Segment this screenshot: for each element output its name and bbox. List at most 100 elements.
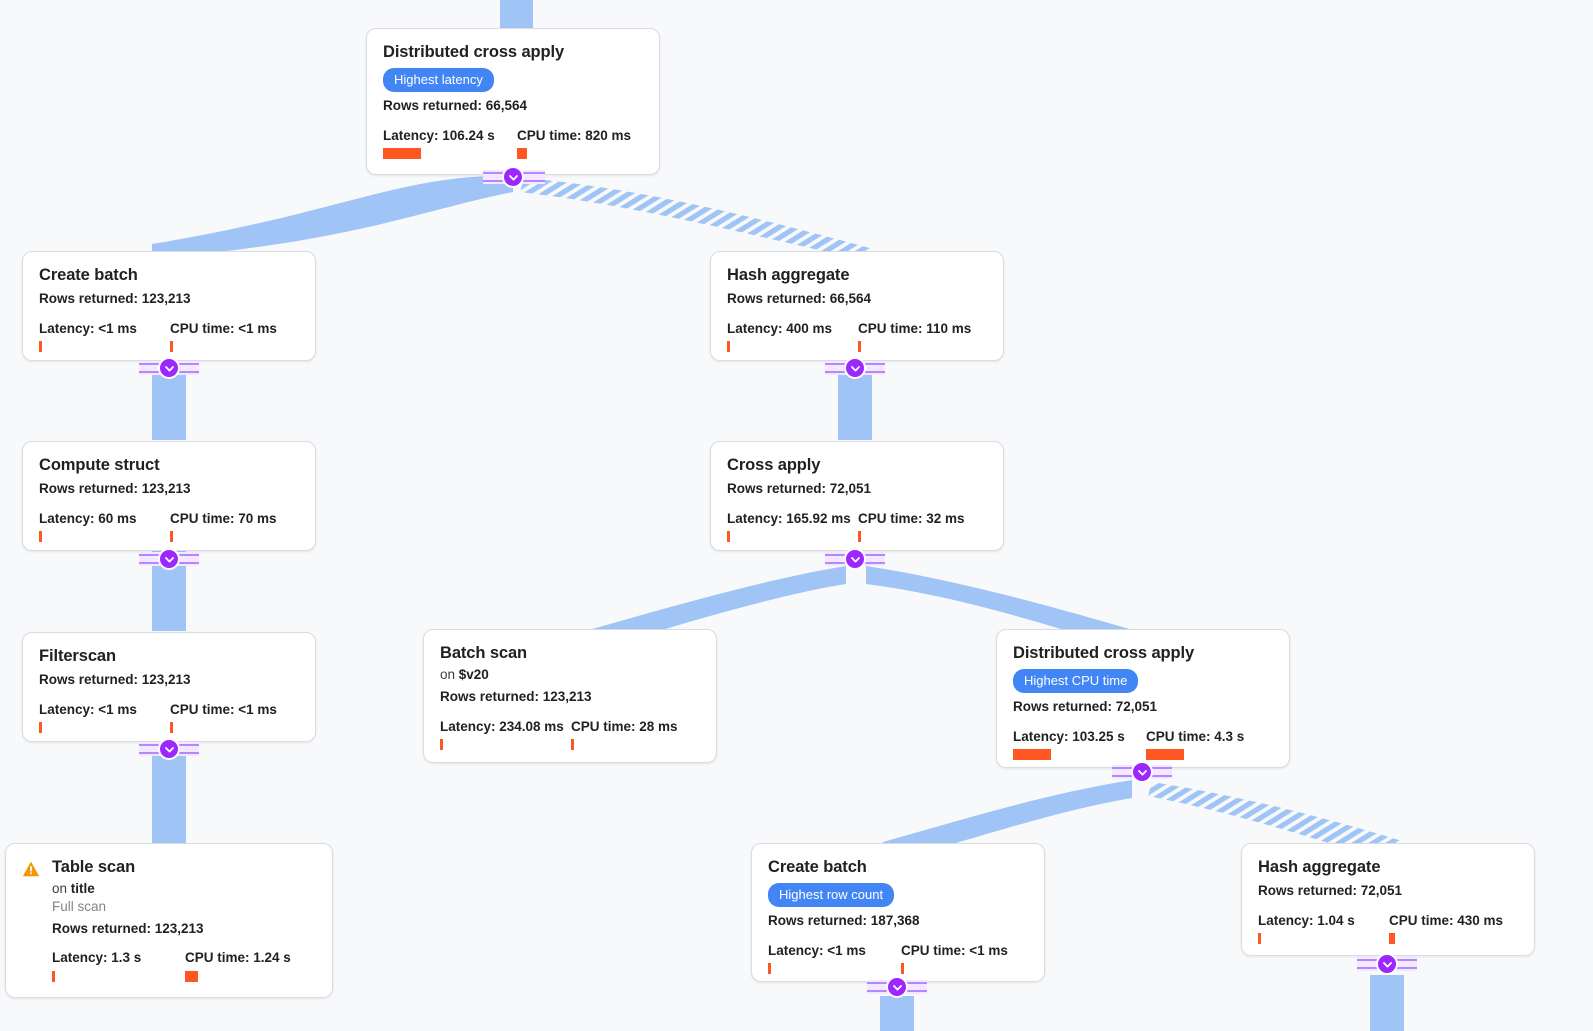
collapse-toggle-hash-aggregate-lower[interactable] (1376, 953, 1398, 975)
node-title: Batch scan (440, 644, 528, 662)
collapse-toggle-create-batch-lower[interactable] (886, 976, 908, 998)
latency-label: Latency: 165.92 ms (727, 510, 851, 526)
latency-label: Latency: 234.08 ms (440, 718, 564, 734)
plan-node-hash-aggregate-lower[interactable]: Hash aggregate Rows returned: 72,051 Lat… (1241, 843, 1535, 956)
rows-returned: Rows returned: 72,051 (727, 480, 872, 496)
node-metrics: Latency: 106.24 s CPU time: 820 ms (383, 128, 643, 159)
latency-bar (768, 962, 771, 974)
latency-bar (440, 738, 443, 750)
node-title: Distributed cross apply (1013, 644, 1195, 662)
cpu-label: CPU time: 820 ms (517, 127, 632, 143)
node-title: Filterscan (39, 647, 116, 665)
edge-n1-n2 (152, 176, 513, 254)
cpu-metric: CPU time: 1.24 s (185, 950, 291, 982)
edge-into-root (500, 0, 533, 30)
cpu-metric: CPU time: <1 ms (901, 943, 1008, 974)
rows-returned: Rows returned: 66,564 (383, 97, 528, 113)
collapse-toggle-cross-apply[interactable] (844, 548, 866, 570)
edge-n10-down (880, 996, 914, 1031)
latency-metric: Latency: 400 ms (727, 321, 858, 352)
node-title: Cross apply (727, 456, 821, 474)
cpu-bar (185, 970, 198, 982)
plan-node-cross-apply[interactable]: Cross apply Rows returned: 72,051 Latenc… (710, 441, 1004, 551)
cpu-metric: CPU time: 110 ms (858, 321, 971, 352)
latency-metric: Latency: 1.04 s (1258, 913, 1389, 944)
warning-icon (22, 860, 40, 878)
status-badge: Highest row count (768, 882, 895, 907)
cpu-label: CPU time: <1 ms (170, 701, 277, 717)
cpu-bar (571, 738, 574, 750)
cpu-bar (1389, 932, 1395, 944)
collapse-toggle-compute-struct[interactable] (158, 548, 180, 570)
cpu-metric: CPU time: <1 ms (170, 702, 277, 733)
latency-label: Latency: 1.04 s (1258, 912, 1355, 928)
plan-node-create-batch-lower[interactable]: Create batch Highest row count Rows retu… (751, 843, 1045, 982)
node-metrics: Latency: <1 ms CPU time: <1 ms (39, 321, 299, 352)
node-title: Table scan (52, 858, 136, 876)
rows-returned: Rows returned: 123,213 (39, 671, 191, 687)
edge-n1-n2-fill (152, 176, 513, 258)
rows-returned: Rows returned: 123,213 (440, 688, 592, 704)
node-metrics: Latency: <1 ms CPU time: <1 ms (768, 943, 1028, 974)
cpu-bar (858, 530, 861, 542)
collapse-toggle-create-batch-left[interactable] (158, 357, 180, 379)
rows-returned: Rows returned: 72,051 (1258, 882, 1403, 898)
node-metrics: Latency: 400 ms CPU time: 110 ms (727, 321, 987, 352)
collapse-toggle-hash-aggregate-upper[interactable] (844, 357, 866, 379)
latency-label: Latency: 106.24 s (383, 127, 495, 143)
latency-metric: Latency: <1 ms (768, 943, 901, 974)
latency-bar (39, 530, 42, 542)
cpu-bar (170, 530, 173, 542)
latency-label: Latency: 1.3 s (52, 950, 142, 966)
cpu-label: CPU time: 28 ms (571, 718, 678, 734)
latency-metric: Latency: 1.3 s (52, 950, 185, 982)
plan-node-batch-scan[interactable]: Batch scan on $v20 Rows returned: 123,21… (423, 629, 717, 763)
latency-metric: Latency: <1 ms (39, 702, 170, 733)
cpu-label: CPU time: <1 ms (901, 942, 1008, 958)
edge-n11-down (1370, 975, 1404, 1031)
node-target-name: $v20 (458, 666, 489, 682)
collapse-toggle-root[interactable] (502, 166, 524, 188)
cpu-metric: CPU time: <1 ms (170, 321, 277, 352)
rows-returned: Rows returned: 72,051 (1013, 698, 1158, 714)
plan-node-compute-struct[interactable]: Compute struct Rows returned: 123,213 La… (22, 441, 316, 551)
rows-returned: Rows returned: 123,213 (39, 290, 191, 306)
node-metrics: Latency: 1.3 s CPU time: 1.24 s (52, 950, 316, 982)
cpu-metric: CPU time: 28 ms (571, 719, 678, 750)
collapse-toggle-filterscan[interactable] (158, 738, 180, 760)
cpu-bar (170, 340, 173, 352)
cpu-label: CPU time: 70 ms (170, 510, 277, 526)
plan-node-create-batch-left[interactable]: Create batch Rows returned: 123,213 Late… (22, 251, 316, 361)
latency-bar (383, 147, 421, 159)
latency-metric: Latency: 60 ms (39, 511, 170, 542)
latency-metric: Latency: <1 ms (39, 321, 170, 352)
plan-node-distributed-cross-apply-lower[interactable]: Distributed cross apply Highest CPU time… (996, 629, 1290, 768)
node-metrics: Latency: 1.04 s CPU time: 430 ms (1258, 913, 1518, 944)
plan-node-table-scan[interactable]: Table scan on title Full scan Rows retur… (5, 843, 333, 998)
node-metrics: Latency: 103.25 s CPU time: 4.3 s (1013, 729, 1273, 760)
node-metrics: Latency: <1 ms CPU time: <1 ms (39, 702, 299, 733)
status-badge: Highest latency (383, 67, 494, 92)
collapse-toggle-distributed-cross-apply-lower[interactable] (1131, 761, 1153, 783)
node-title: Create batch (39, 266, 138, 284)
node-title: Compute struct (39, 456, 160, 474)
cpu-label: CPU time: 1.24 s (185, 950, 291, 966)
latency-metric: Latency: 234.08 ms (440, 719, 571, 750)
latency-label: Latency: <1 ms (39, 701, 137, 717)
latency-bar (39, 721, 42, 733)
node-metrics: Latency: 165.92 ms CPU time: 32 ms (727, 511, 987, 542)
node-title: Create batch (768, 858, 867, 876)
plan-node-distributed-cross-apply-root[interactable]: Distributed cross apply Highest latency … (366, 28, 660, 175)
cpu-metric: CPU time: 4.3 s (1146, 729, 1244, 760)
cpu-metric: CPU time: 820 ms (517, 128, 631, 159)
plan-node-hash-aggregate-upper[interactable]: Hash aggregate Rows returned: 66,564 Lat… (710, 251, 1004, 361)
cpu-bar (858, 340, 861, 352)
cpu-label: CPU time: 32 ms (858, 510, 965, 526)
latency-metric: Latency: 165.92 ms (727, 511, 858, 542)
plan-node-filterscan[interactable]: Filterscan Rows returned: 123,213 Latenc… (22, 632, 316, 742)
status-badge: Highest CPU time (1013, 668, 1139, 693)
cpu-label: CPU time: <1 ms (170, 320, 277, 336)
rows-returned: Rows returned: 123,213 (52, 920, 204, 936)
node-target-name: title (70, 880, 95, 896)
